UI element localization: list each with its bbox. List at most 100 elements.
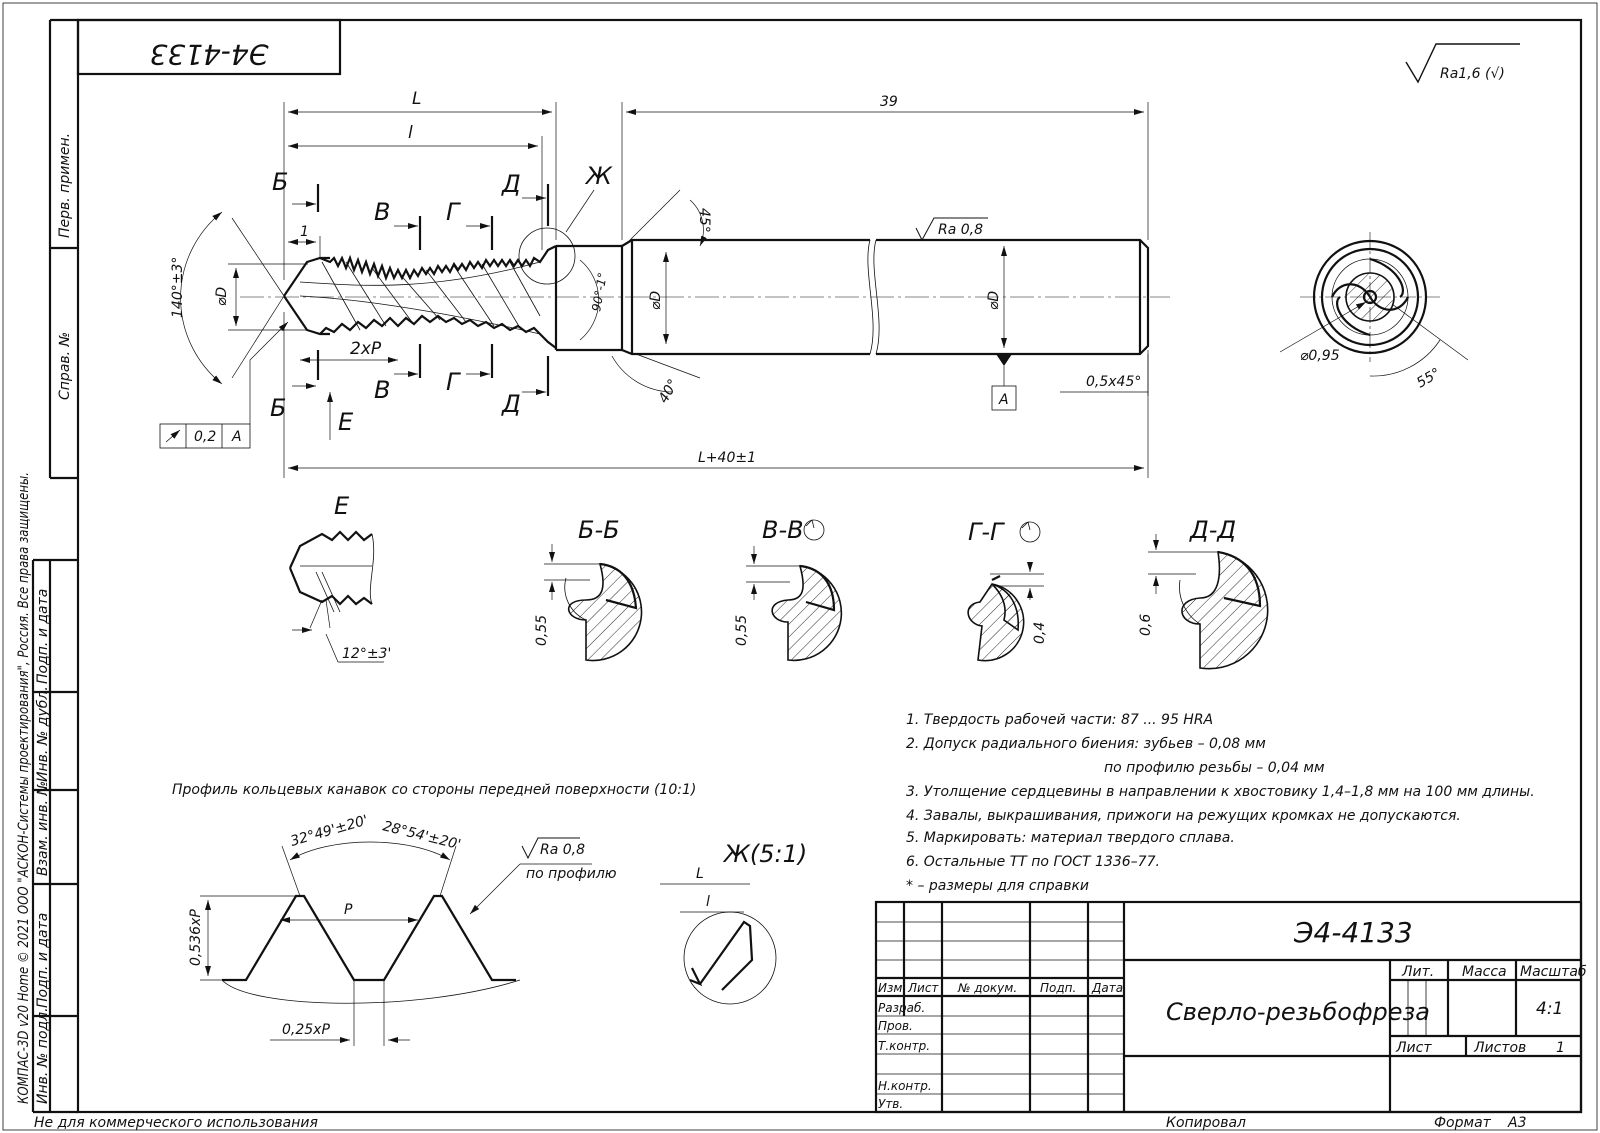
dim-step-1: 1 bbox=[300, 224, 309, 240]
footer-noncommercial: Не для коммерческого использования bbox=[34, 1115, 318, 1131]
label-podp-data-2: Подп. и дата bbox=[35, 913, 51, 1008]
profile-roughness: Ra 0,8 bbox=[540, 842, 585, 858]
end-view: ⌀0,95 55° bbox=[1279, 232, 1469, 391]
detail-zh-l: l bbox=[706, 894, 710, 910]
row-nkontr: Н.контр. bbox=[878, 1079, 932, 1093]
dim-total-length: L+40±1 bbox=[698, 450, 756, 466]
corner-designation: Э4-4133 bbox=[150, 38, 270, 71]
note-3: 3. Утолщение сердцевины в направлении к … bbox=[906, 784, 1535, 800]
mark-b-bottom: Б bbox=[270, 394, 286, 422]
footer: Не для коммерческого использования Копир… bbox=[34, 1115, 1526, 1131]
dim-angle-40: 40° bbox=[656, 376, 682, 406]
note-1: 1. Твердость рабочей части: 87 ... 95 HR… bbox=[906, 712, 1213, 728]
mark-d-bottom: Д bbox=[501, 390, 521, 418]
detail-zh-title: Ж(5:1) bbox=[722, 840, 807, 868]
col-list: Лист bbox=[907, 981, 939, 995]
note-6: 6. Остальные ТТ по ГОСТ 1336–77. bbox=[906, 854, 1160, 870]
note-7: * – размеры для справки bbox=[906, 878, 1089, 894]
stamp-scale: 4:1 bbox=[1536, 999, 1563, 1019]
profile-height: 0,536xP bbox=[188, 909, 204, 966]
profile-pitch: P bbox=[344, 902, 353, 918]
detail-zh: Ж(5:1) L l bbox=[660, 840, 807, 1005]
dim-angle-55: 55° bbox=[1414, 365, 1444, 391]
footer-copied: Копировал bbox=[1166, 1115, 1246, 1131]
mark-e: Е bbox=[338, 408, 354, 436]
note-5: 5. Маркировать: материал твердого сплава… bbox=[906, 830, 1235, 846]
row-prov: Пров. bbox=[878, 1019, 913, 1033]
row-razrab: Разраб. bbox=[878, 1001, 925, 1015]
shank-roughness: Ra 0,8 bbox=[938, 222, 983, 238]
title-block: Изм. Лист № докум. Подп. Дата Разраб. Пр… bbox=[874, 900, 1587, 1114]
mark-v-top: В bbox=[374, 198, 390, 226]
tool-main-view: L l 39 L+40±1 45° 140°±3° ⌀D 1 2x bbox=[159, 89, 1170, 478]
col-date: Дата bbox=[1091, 981, 1123, 995]
dim-L-top: L bbox=[412, 89, 421, 109]
mark-g-top: Г bbox=[446, 198, 461, 226]
stamp-sheets-label: Листов bbox=[1473, 1040, 1526, 1056]
stamp-mass-label: Масса bbox=[1462, 964, 1507, 980]
col-sign: Подп. bbox=[1040, 981, 1076, 995]
label-inv-dubl: Инв. № дубл. bbox=[35, 686, 51, 782]
view-e: Е 12°±3' bbox=[288, 492, 391, 663]
profile-angle-right: 28°54'±20' bbox=[381, 818, 462, 853]
section-gg-dim: 0,4 bbox=[1032, 622, 1048, 644]
dim-two-p: 2xP bbox=[350, 339, 382, 359]
dim-chamfer-45: 45° bbox=[696, 208, 712, 233]
inner-frame bbox=[76, 18, 1583, 1114]
view-e-title: Е bbox=[334, 492, 350, 520]
dim-l-second: l bbox=[408, 123, 413, 143]
profile-caption: Профиль кольцевых канавок со стороны пер… bbox=[172, 782, 696, 798]
dim-diam-095: ⌀0,95 bbox=[1300, 348, 1340, 364]
note-4: 4. Завалы, выкрашивания, прижоги на режу… bbox=[906, 808, 1461, 824]
profile-angle-left: 32°49'±20' bbox=[289, 812, 370, 849]
section-bb-dim: 0,55 bbox=[534, 615, 550, 646]
label-vzam-inv: Взам. инв. № bbox=[35, 781, 51, 876]
detail-zh-L: L bbox=[696, 866, 704, 882]
row-utv: Утв. bbox=[878, 1097, 903, 1111]
dim-tip-angle: 140°±3° bbox=[170, 257, 186, 318]
dim-angle-90: 90°-1° bbox=[589, 271, 610, 312]
section-vv: В-В 0,55 bbox=[734, 516, 843, 662]
mark-zh: Ж bbox=[584, 162, 613, 190]
general-roughness: Ra1,6 (√) bbox=[1405, 43, 1520, 84]
section-bb-title: Б-Б bbox=[578, 516, 620, 544]
row-tkontr: Т.контр. bbox=[878, 1039, 930, 1053]
mark-d-top: Д bbox=[501, 170, 521, 198]
copyright-notice: КОМПАС-3D v20 Home © 2021 ООО "АСКОН-Сис… bbox=[16, 472, 32, 1104]
stamp-designation: Э4-4133 bbox=[1293, 916, 1413, 949]
profile-roughness-note: по профилю bbox=[526, 866, 617, 882]
label-sprav-no: Справ. № bbox=[57, 332, 73, 400]
section-dd-title: Д-Д bbox=[1189, 516, 1236, 544]
profile-view: Профиль кольцевых канавок со стороны пер… bbox=[172, 782, 696, 1046]
note-2b: по профилю резьбы – 0,04 мм bbox=[1104, 760, 1325, 776]
profile-bottom: 0,25xP bbox=[282, 1022, 330, 1038]
col-doc: № докум. bbox=[957, 981, 1017, 995]
section-dd: Д-Д 0,6 bbox=[1138, 516, 1269, 670]
stamp-sheet-label: Лист bbox=[1395, 1040, 1432, 1056]
dim-diam-d-shank: ⌀D bbox=[986, 291, 1002, 310]
footer-format: A3 bbox=[1507, 1115, 1526, 1131]
mark-b-top: Б bbox=[272, 168, 288, 196]
dim-angle-12: 12°±3' bbox=[342, 646, 391, 662]
label-podp-data-1: Подп. и дата bbox=[35, 589, 51, 684]
footer-format-label: Формат bbox=[1434, 1115, 1492, 1131]
datum-a: A bbox=[998, 392, 1009, 408]
dim-diam-d-neck: ⌀D bbox=[648, 291, 664, 310]
section-vv-dim: 0,55 bbox=[734, 615, 750, 646]
dim-diam-d-tip: ⌀D bbox=[214, 287, 230, 306]
section-gg: Г-Г 0,4 bbox=[967, 518, 1048, 662]
runout-base: A bbox=[231, 429, 242, 445]
label-inv-podl: Инв. № подл. bbox=[35, 1007, 51, 1104]
mark-v-bottom: В bbox=[374, 376, 390, 404]
left-margin-strip: Перв. примен. Справ. № Подп. и дата Инв.… bbox=[16, 18, 78, 1114]
section-gg-title: Г-Г bbox=[968, 518, 1005, 546]
runout-value: 0,2 bbox=[194, 429, 216, 445]
corner-designation-box: Э4-4133 bbox=[76, 18, 342, 76]
stamp-title: Сверло-резьбофреза bbox=[1166, 998, 1430, 1026]
dim-shank-length: 39 bbox=[880, 94, 898, 110]
col-izm: Изм. bbox=[878, 981, 906, 995]
stamp-sheets: 1 bbox=[1556, 1040, 1565, 1056]
section-dd-dim: 0,6 bbox=[1138, 614, 1154, 636]
